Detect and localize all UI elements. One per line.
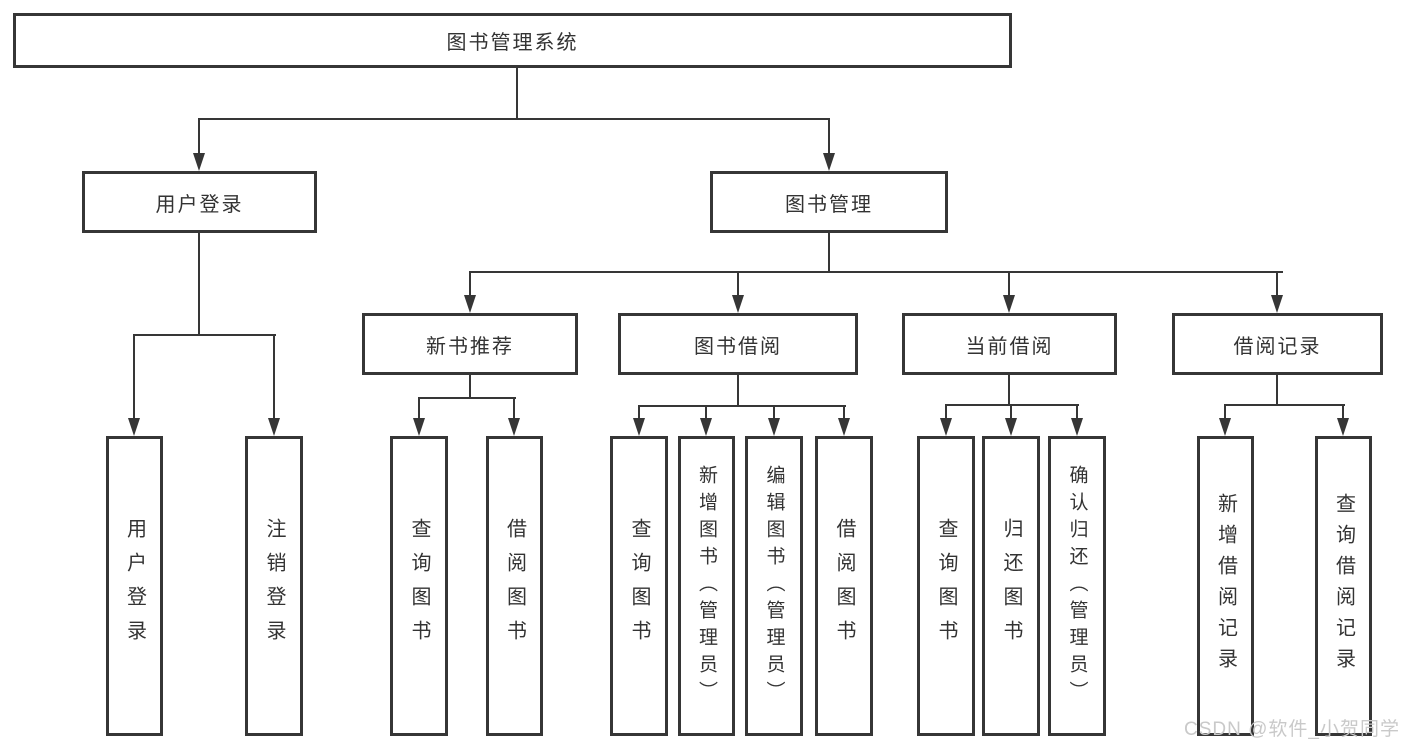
connector-recommend-stem (469, 375, 471, 399)
node-label: 借阅记录 (1233, 335, 1322, 358)
arrowhead-book-borrow (732, 295, 744, 313)
node-label: 用户登录 (155, 193, 244, 216)
node-user-login: 用户登录 (82, 171, 317, 233)
node-borrow-records: 借阅记录 (1172, 313, 1383, 375)
node-label: 确认归还（管理员） (1066, 464, 1088, 708)
arrowhead-leaf-user-login (128, 418, 140, 436)
connector-borrow-drop-3 (773, 405, 775, 418)
arrowhead-borrow-records (1271, 295, 1283, 313)
connector-records-stem (1276, 375, 1278, 406)
node-new-book-recommend: 新书推荐 (362, 313, 578, 375)
node-label: 新增图书（管理员） (696, 464, 717, 708)
node-label: 查询借阅记录 (1332, 493, 1355, 679)
leaf-user-login: 用户登录 (106, 436, 163, 736)
node-label: 查询图书 (628, 518, 650, 654)
leaf-query-borrow-record: 查询借阅记录 (1315, 436, 1372, 736)
leaf-return-books: 归还图书 (982, 436, 1040, 736)
arrowhead-query-books-borrow (633, 418, 645, 436)
connector-bookmgmt-bar (469, 271, 1283, 273)
connector-borrow-drop-4 (843, 405, 845, 418)
node-label: 注销登录 (263, 518, 285, 654)
connector-borrow-drop-2 (705, 405, 707, 418)
node-label: 用户登录 (123, 518, 146, 654)
node-label: 当前借阅 (965, 335, 1054, 358)
leaf-logout: 注销登录 (245, 436, 303, 736)
node-label: 借阅图书 (833, 518, 855, 654)
arrowhead-edit-book-admin (768, 418, 780, 436)
connector-current-drop-2 (1010, 404, 1012, 418)
connector-root-stem (516, 68, 518, 120)
connector-current-drop-1 (945, 404, 947, 418)
leaf-query-books-borrow: 查询图书 (610, 436, 668, 736)
leaf-add-book-admin: 新增图书（管理员） (678, 436, 735, 736)
node-label: 编辑图书（管理员） (763, 464, 785, 708)
leaf-query-books-current: 查询图书 (917, 436, 975, 736)
arrowhead-current-borrow (1003, 295, 1015, 313)
arrowhead-query-borrow-record (1337, 418, 1349, 436)
leaf-borrow-books: 借阅图书 (815, 436, 873, 736)
connector-borrow-drop-1 (638, 405, 640, 418)
node-label: 查询图书 (408, 518, 430, 654)
node-label: 新增借阅记录 (1214, 493, 1237, 679)
connector-current-drop-3 (1076, 404, 1078, 418)
node-book-management: 图书管理 (710, 171, 948, 233)
node-label: 图书管理系统 (446, 32, 579, 54)
arrowhead-user-login (193, 153, 205, 171)
node-label: 图书管理 (785, 193, 873, 216)
leaf-edit-book-admin: 编辑图书（管理员） (745, 436, 803, 736)
arrowhead-borrow-books-recommend (508, 418, 520, 436)
connector-userlogin-stem (198, 233, 200, 336)
arrowhead-confirm-return-admin (1071, 418, 1083, 436)
arrowhead-new-book-recommend (464, 295, 476, 313)
node-label: 查询图书 (935, 518, 957, 654)
arrowhead-return-books (1005, 418, 1017, 436)
connector-current-stem (1008, 375, 1010, 406)
connector-bookmgmt-drop-2 (737, 271, 739, 295)
node-current-borrow: 当前借阅 (902, 313, 1117, 375)
node-book-borrow: 图书借阅 (618, 313, 858, 375)
connector-recommend-bar (418, 397, 516, 399)
watermark: CSDN @软件_小贺同学 (1184, 719, 1400, 740)
connector-borrow-bar (638, 405, 846, 407)
connector-bookmgmt-drop-1 (469, 271, 471, 295)
arrowhead-add-book-admin (700, 418, 712, 436)
arrowhead-query-books-current (940, 418, 952, 436)
node-label: 图书借阅 (694, 335, 782, 358)
arrowhead-borrow-books (838, 418, 850, 436)
node-label: 新书推荐 (426, 335, 514, 358)
arrowhead-leaf-logout (268, 418, 280, 436)
connector-borrow-stem (737, 375, 739, 407)
arrowhead-add-borrow-record (1219, 418, 1231, 436)
node-library-system: 图书管理系统 (13, 13, 1012, 68)
connector-userlogin-drop-1 (133, 334, 135, 418)
connector-records-bar (1224, 404, 1345, 406)
connector-userlogin-bar (133, 334, 276, 336)
leaf-borrow-books-recommend: 借阅图书 (486, 436, 543, 736)
arrowhead-book-management (823, 153, 835, 171)
connector-records-drop-2 (1342, 404, 1344, 418)
connector-bookmgmt-stem (828, 233, 830, 273)
node-label: 借阅图书 (503, 518, 526, 654)
connector-root-drop-right (828, 118, 830, 153)
node-label: 归还图书 (1000, 518, 1022, 654)
connector-bookmgmt-drop-4 (1276, 271, 1278, 295)
connector-recommend-drop-2 (513, 397, 515, 418)
arrowhead-query-books-recommend (413, 418, 425, 436)
connector-userlogin-drop-2 (273, 334, 275, 418)
leaf-query-books-recommend: 查询图书 (390, 436, 448, 736)
connector-records-drop-1 (1224, 404, 1226, 418)
connector-current-bar (945, 404, 1079, 406)
connector-root-bar (198, 118, 830, 120)
connector-recommend-drop-1 (418, 397, 420, 418)
leaf-add-borrow-record: 新增借阅记录 (1197, 436, 1254, 736)
connector-root-drop-left (198, 118, 200, 153)
leaf-confirm-return-admin: 确认归还（管理员） (1048, 436, 1106, 736)
connector-bookmgmt-drop-3 (1008, 271, 1010, 295)
